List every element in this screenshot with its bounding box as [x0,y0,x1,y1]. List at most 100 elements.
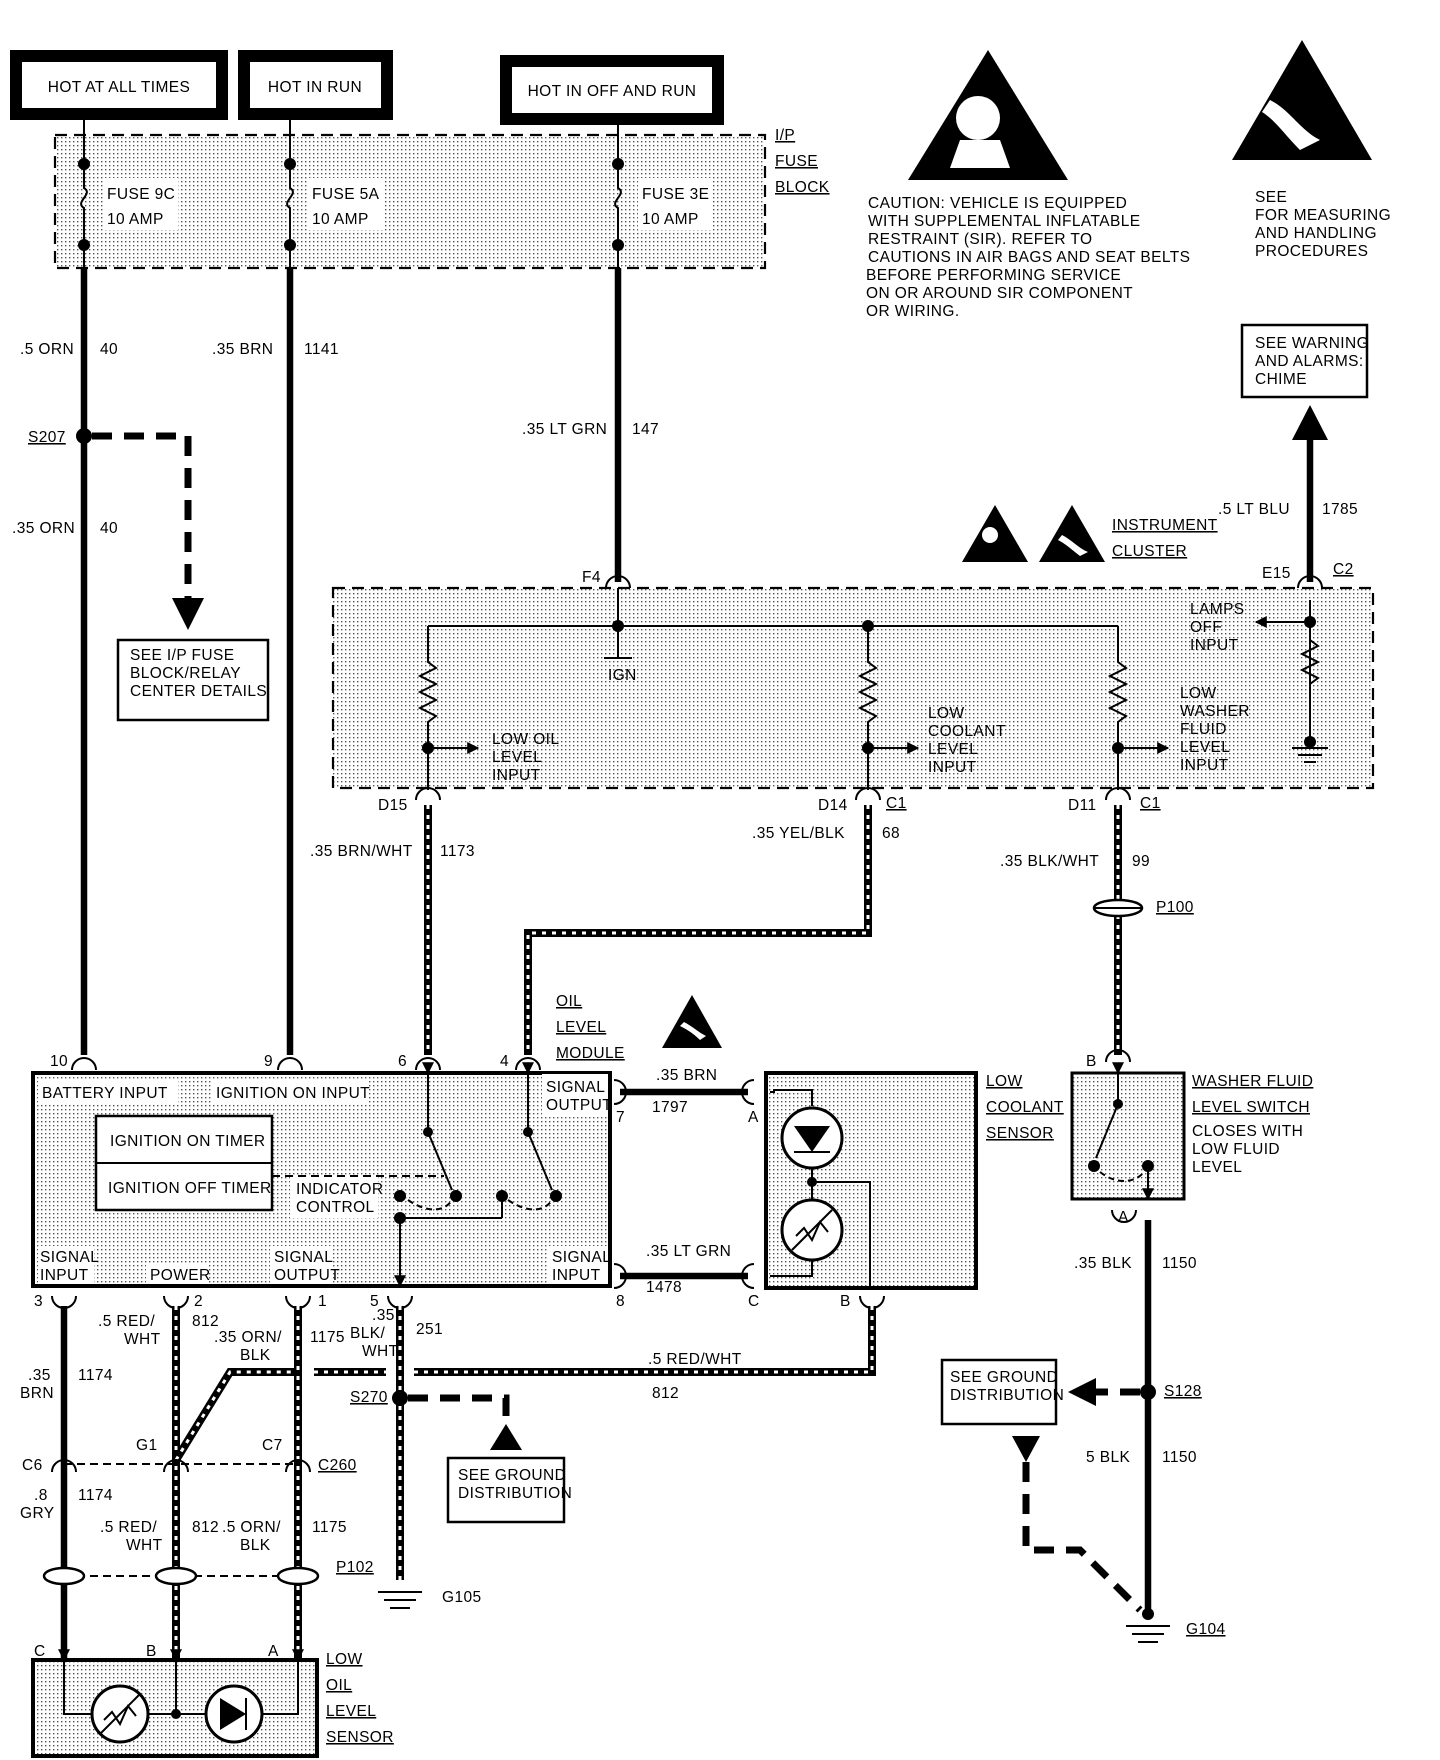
ground-g104: G104 [1126,1608,1226,1643]
wire-40-circuit-lower: 40 [100,520,118,537]
cluster-title-2: CLUSTER [1112,543,1187,560]
up-arrow-icon [1292,405,1328,440]
module-pin-10: 10 [50,1053,68,1070]
connector-c6: C6 [22,1457,43,1474]
connector-p100: P100 [1092,898,1193,918]
wire-1174-gauge-lower-2: GRY [20,1505,55,1522]
fuse-block: FUSE 9C 10 AMP FUSE 5A 10 AMP FUSE 3E 10… [53,127,830,270]
fuse-details-line-1: SEE I/P FUSE [130,647,234,664]
caution-line-4: CAUTIONS IN AIR BAGS AND SEAT BELTS [868,249,1190,266]
fuse-block-label-3: BLOCK [775,179,830,196]
connector-row-p102: P102 [42,1559,373,1586]
wire-40-gauge-lower: .35 ORN [12,520,75,537]
wire-251-gauge-3: WHT [362,1343,399,1360]
wire-812-gauge-upper-1: .5 RED/ [98,1313,155,1330]
wire-1785-circuit: 1785 [1322,501,1358,518]
fuse-details-reference: SEE I/P FUSE BLOCK/RELAY CENTER DETAILS [116,638,270,722]
wire-1785-gauge: .5 LT BLU [1218,501,1290,518]
instrument-cluster: INSTRUMENT CLUSTER F4 E15 C2 IGN LOW OIL… [331,505,1375,814]
low-coolant-sensor: A C B LOW COOLANT SENSOR [748,1071,1063,1310]
wire-812-gauge-right: .5 RED/WHT [648,1351,742,1368]
caution-line-5: BEFORE PERFORMING SERVICE [866,267,1121,284]
cluster-ign-label: IGN [608,667,637,684]
oil-sensor-pin-c: C [34,1643,46,1660]
caution-line-7: OR WIRING. [866,303,960,320]
wire-1173-circuit: 1173 [440,843,475,860]
wire-99-gauge: .35 BLK/WHT [1000,853,1099,870]
warning-ref-line-2: AND ALARMS: [1255,353,1364,370]
esd-module-icon [662,995,722,1048]
low-coolant-input-1: LOW [928,705,965,722]
fuse-3e-rating: 10 AMP [642,211,699,228]
module-title-3: MODULE [556,1045,625,1062]
wire-68-gauge: .35 YEL/BLK [752,825,845,842]
hot-in-run-box: HOT IN RUN [238,50,393,120]
splice-s270-label: S270 [350,1389,388,1406]
fuse-block-label-1: I/P [775,127,795,144]
cluster-title-1: INSTRUMENT [1112,517,1218,534]
oil-sensor-title-4: SENSOR [326,1729,394,1746]
esd-note-line-4: PROCEDURES [1255,243,1368,260]
wire-1175-gauge-lower-1: .5 ORN/ [222,1519,281,1536]
fuse-5a-rating: 10 AMP [312,211,369,228]
coolant-pin-b: B [840,1293,851,1310]
wire-1174-gauge-upper-2: BRN [20,1385,54,1402]
hot-in-off-and-run-box: HOT IN OFF AND RUN [500,55,724,125]
wire-1173: .35 BRN/WHT 1173 [310,805,475,1055]
wire-812-circuit-lower: 812 [192,1519,219,1536]
connector-d11: D11 [1068,797,1096,814]
wire-68-circuit: 68 [882,825,900,842]
fuse-details-line-2: BLOCK/RELAY [130,665,241,682]
ground-ref-right-1: SEE GROUND [950,1369,1058,1386]
connector-d14: D14 [818,797,848,814]
signal-input-left-2: INPUT [40,1267,89,1284]
wire-251-gauge-2: BLK/ [350,1325,385,1342]
connector-d15: D15 [378,797,408,814]
wire-1797: .35 BRN 1797 [613,1067,755,1116]
wire-1174-gauge-upper-1: .35 [28,1367,51,1384]
coolant-title-1: LOW [986,1073,1023,1090]
wire-147-gauge: .35 LT GRN [522,421,607,438]
wire-99: .35 BLK/WHT 99 P100 [1000,805,1193,1055]
esd-warning-icon [1232,40,1372,160]
hot-at-all-times-box: HOT AT ALL TIMES [10,50,228,120]
ground-g105: G105 [378,1589,481,1609]
wire-99-circuit: 99 [1132,853,1150,870]
oil-sensor-title-3: LEVEL [326,1703,376,1720]
caution-line-2: WITH SUPPLEMENTAL INFLATABLE [868,213,1140,230]
low-oil-input-1: LOW OIL [492,731,559,748]
connector-c260: C260 [318,1457,357,1474]
low-washer-input-3: FLUID [1180,721,1227,738]
signal-output-top-2: OUTPUT [546,1097,612,1114]
fuse-9c-name: FUSE 9C [107,186,175,203]
module-title-1: OIL [556,993,582,1010]
low-washer-input-1: LOW [1180,685,1217,702]
ground-g104-label: G104 [1186,1621,1226,1638]
module-pin-1: 1 [318,1293,327,1310]
connector-c1-d11: C1 [1140,795,1161,812]
wire-812-circuit-right: 812 [652,1385,679,1402]
coolant-title-3: SENSOR [986,1125,1054,1142]
wire-1174-gauge-lower-1: .8 [34,1487,48,1504]
low-oil-input-2: LEVEL [492,749,542,766]
wire-812: .5 RED/ WHT 812 .5 RED/ WHT 812 .5 RED/W… [98,1306,876,1660]
caution-line-3: RESTRAINT (SIR). REFER TO [868,231,1092,248]
sir-caution: CAUTION: VEHICLE IS EQUIPPED WITH SUPPLE… [866,50,1190,320]
wire-1478-gauge: .35 LT GRN [646,1243,731,1260]
connector-f4: F4 [582,569,601,586]
caution-line-1: CAUTION: VEHICLE IS EQUIPPED [868,195,1127,212]
washer-pin-a: A [1118,1209,1129,1226]
wire-1150-circuit-upper: 1150 [1162,1255,1197,1272]
module-pin-8: 8 [616,1293,625,1310]
wire-1174-circuit-lower: 1174 [78,1487,113,1504]
wire-1175-circuit-upper: 1175 [310,1329,345,1346]
indicator-control-1: INDICATOR [296,1181,383,1198]
fuse-block-label-2: FUSE [775,153,818,170]
wire-1150-gauge-upper: .35 BLK [1074,1255,1132,1272]
signal-input-left-1: SIGNAL [40,1249,99,1266]
module-pin-5: 5 [370,1293,379,1310]
connector-e15: E15 [1262,565,1291,582]
ground-ref-left-2: DISTRIBUTION [458,1485,572,1502]
fuse-details-line-3: CENTER DETAILS [130,683,267,700]
lamps-off-input-2: OFF [1190,619,1222,636]
